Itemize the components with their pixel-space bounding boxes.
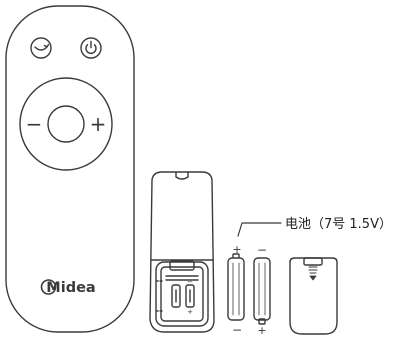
battery-cover-tab xyxy=(303,257,323,266)
battery-right: − + xyxy=(253,243,271,337)
remote-back-body xyxy=(149,171,215,333)
remote-back: − + xyxy=(149,171,215,333)
swing-icon xyxy=(34,43,50,51)
brand-label: Midea xyxy=(46,280,95,296)
battery-right-bottom-polarity: + xyxy=(257,324,266,337)
remote-front: − + Midea xyxy=(5,5,135,333)
battery-right-top-polarity: − xyxy=(257,243,267,257)
battery-left-bottom-polarity: − xyxy=(232,323,242,337)
battery-callout: 电池（7号 1.5V） xyxy=(237,217,392,237)
power-icon xyxy=(85,40,97,54)
center-button[interactable] xyxy=(47,105,85,143)
minus-button[interactable]: − xyxy=(26,112,43,136)
battery-cover xyxy=(289,257,338,335)
slot-polarity-minus: − xyxy=(187,278,193,286)
battery-cover-body xyxy=(289,257,338,335)
battery-right-body xyxy=(253,257,271,321)
brand-logo: Midea xyxy=(40,279,96,296)
battery-left: + − xyxy=(227,243,245,337)
slot-battery-left xyxy=(171,284,181,308)
battery-compartment xyxy=(155,261,209,327)
slot-battery-right xyxy=(185,284,195,308)
remote-back-top-clip xyxy=(175,171,189,180)
battery-left-top-polarity: + xyxy=(232,243,241,256)
slot-polarity-plus: + xyxy=(187,308,193,316)
plus-button[interactable]: + xyxy=(90,112,107,136)
swing-button[interactable] xyxy=(30,37,52,59)
battery-cover-arrow-icon xyxy=(309,275,317,281)
battery-left-body xyxy=(227,257,245,321)
power-button[interactable] xyxy=(80,37,102,59)
control-ring[interactable] xyxy=(19,77,113,171)
battery-callout-label: 电池（7号 1.5V） xyxy=(285,217,392,232)
battery-right-terminal xyxy=(258,318,266,325)
